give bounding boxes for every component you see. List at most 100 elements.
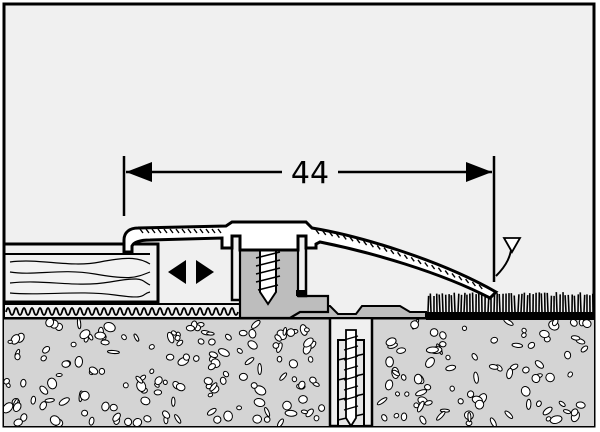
aggregate-pebble [381,414,388,422]
aggregate-pebble [10,334,21,345]
aggregate-pebble [282,326,288,336]
aggregate-pebble [44,398,55,403]
aggregate-pebble [162,379,168,385]
aggregate-pebble [94,331,106,340]
aggregate-pebble [575,401,586,409]
carpet-fiber [438,294,441,313]
carpet-fiber [546,292,549,313]
aggregate-pebble [567,371,573,378]
aggregate-pebble [277,418,284,426]
aggregate-pebble [410,320,420,330]
aggregate-pebble [264,406,271,418]
aggregate-pebble [313,415,320,422]
aggregate-pebble [207,392,214,398]
carpet-fiber [463,292,466,313]
aggregate-pebble [449,385,455,392]
aggregate-pebble [106,349,120,355]
aggregate-pebble [569,318,578,327]
aggregate-pebble [236,347,243,354]
carpet-fiber [457,293,460,313]
aggregate-pebble [143,415,152,423]
aggregate-pebble [489,417,497,426]
aggregate-pebble [298,395,308,404]
aggregate-pebble [376,397,388,406]
carpet-fiber [429,293,432,313]
aggregate-pebble [318,404,326,412]
aggregate-pebble [207,363,216,371]
aggregate-pebble [175,382,186,392]
aggregate-pebble [471,353,478,361]
aggregate-pebble [545,416,552,422]
aggregate-pebble [504,410,514,419]
aggregate-pebble [521,332,527,338]
aggregate-pebble [132,417,143,426]
aggregate-pebble [580,345,589,353]
carpet [426,292,594,320]
concrete-subfloor [4,316,594,426]
aggregate-pebble [545,372,555,383]
aggregate-pebble [490,336,499,344]
aggregate-pebble [562,409,572,415]
aggregate-pebble [385,379,394,391]
aggregate-pebble [522,366,530,374]
aggregate-pebble [564,350,572,360]
aggregate-pebble [153,389,163,396]
aggregate-pebble [445,364,457,372]
aggregate-pebble [549,415,563,424]
aggregate-pebble [415,389,428,397]
aggregate-pebble [511,342,524,348]
aggregate-pebble [238,372,248,381]
aggregate-pebble [213,415,222,424]
carpet-fiber [517,294,520,313]
aggregate-pebble [251,319,261,329]
aggregate-pebble [272,342,280,349]
aggregate-pebble [570,408,579,417]
aggregate-pebble [466,390,475,398]
aggregate-pebble [542,406,553,416]
aggregate-pebble [279,372,288,381]
aggregate-pebble [244,357,255,366]
aggregate-pebble [133,333,140,342]
aggregate-pebble [39,385,49,395]
aggregate-pebble [171,396,176,407]
aggregate-pebble [154,376,163,386]
aggregate-pebble [391,369,401,377]
carpet-fiber [583,294,586,313]
aggregate-pebble [286,328,296,337]
aggregate-pebble [461,325,468,331]
aggregate-pebble [558,400,566,408]
aggregate-pebble [488,364,499,370]
aggregate-pebble [424,384,432,391]
aggregate-pebble [222,370,230,378]
carpet-fiber [579,292,582,313]
aggregate-pebble [404,391,410,397]
aggregate-pebble [174,334,181,341]
aggregate-pebble [224,333,232,341]
carpet-fiber [555,292,558,313]
aggregate-pebble [419,415,427,425]
carpet-fiber [540,293,543,313]
aggregate-pebble [30,395,37,405]
aggregate-pebble [247,340,258,350]
aggregate-pebble [413,373,423,385]
carpet-fiber [520,293,523,313]
aggregate-pebble [4,378,10,385]
carpet-fiber [441,293,444,313]
aggregate-pebble [395,391,400,397]
aggregate-pebble [208,351,219,359]
aggregate-pebble [385,337,397,347]
carpet-fiber [498,293,501,313]
aggregate-pebble [193,355,200,362]
aggregate-pebble [55,372,63,378]
aggregate-pebble [473,371,479,384]
aggregate-pebble [148,344,155,350]
aggregate-pebble [88,366,99,375]
underlay-layer [3,303,241,319]
arrowhead-left-icon [126,162,152,182]
aggregate-pebble [506,367,514,380]
aggregate-pebble [531,373,541,384]
aggregate-pebble [238,329,248,337]
aggregate-pebble [42,346,51,354]
aggregate-pebble [236,405,242,411]
